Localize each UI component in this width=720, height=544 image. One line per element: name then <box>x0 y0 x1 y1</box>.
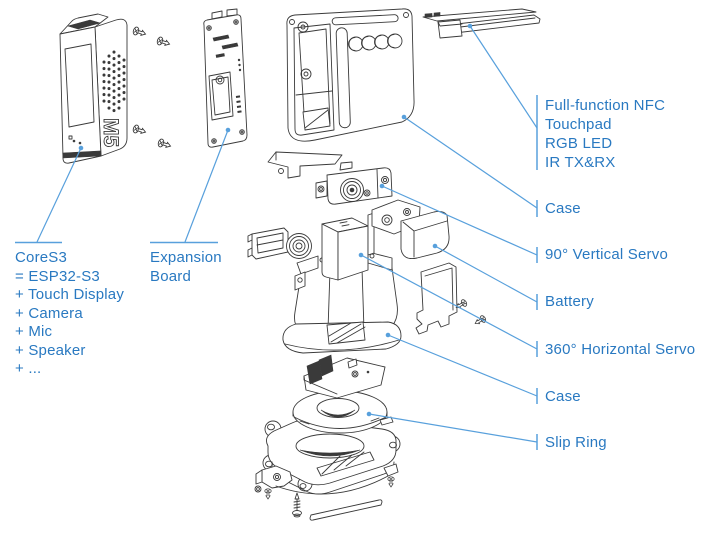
label-case-top: Case <box>545 200 581 219</box>
top-case-drawing <box>286 8 415 142</box>
label-line: = ESP32-S3 <box>15 267 100 285</box>
cores3-drawing: M5 <box>59 13 128 164</box>
label-line: CoreS3 <box>15 249 68 266</box>
label-line: + Speaker <box>15 341 86 359</box>
label-line: Slip Ring <box>545 434 607 451</box>
label-nfc-features: Full-function NFC Touchpad RGB LED IR TX… <box>545 96 665 172</box>
bearing-ring-drawing <box>286 233 312 259</box>
horizontal-servo-drawing <box>321 217 369 281</box>
label-line: Board <box>150 267 192 285</box>
label-line: 360° Horizontal Servo <box>545 341 696 358</box>
label-slip-ring: Slip Ring <box>545 434 607 453</box>
label-line: + ... <box>15 360 42 377</box>
label-line: + Touch Display <box>15 286 125 303</box>
expansion-board-drawing <box>203 8 248 148</box>
vertical-servo-drawing <box>315 161 393 205</box>
label-line: Battery <box>545 293 594 310</box>
side-panel-drawing <box>415 262 488 335</box>
label-line: Touchpad <box>545 116 612 133</box>
mounting-screws-drawing <box>131 25 173 151</box>
label-expansion-board: Expansion Board <box>150 249 222 286</box>
label-line: RGB LED <box>545 135 613 152</box>
label-line: 90° Vertical Servo <box>545 246 668 263</box>
label-line: IR TX&RX <box>545 154 616 171</box>
label-battery: Battery <box>545 293 594 312</box>
label-case-bottom: Case <box>545 388 581 407</box>
label-line: Expansion <box>150 249 222 266</box>
label-line: + Camera <box>15 304 83 322</box>
label-horizontal-servo: 360° Horizontal Servo <box>545 341 695 360</box>
label-line: Case <box>545 388 581 405</box>
circuit-board-drawing <box>303 354 386 399</box>
label-vertical-servo: 90° Vertical Servo <box>545 246 668 265</box>
m5-logo-text: M5 <box>99 118 122 147</box>
label-line: Full-function NFC <box>545 97 666 114</box>
slip-ring-drawing <box>292 390 394 434</box>
frame-clip-drawing <box>247 227 289 260</box>
label-line: Case <box>545 200 581 217</box>
label-line: + Mic <box>15 323 53 340</box>
nfc-panel-drawing <box>422 8 541 39</box>
label-cores3: CoreS3 = ESP32-S3 + Touch Display + Came… <box>15 249 124 379</box>
camera-bracket-drawing <box>267 151 343 179</box>
base-plate-drawing <box>254 419 401 521</box>
leader-lines <box>15 23 538 450</box>
main-case-body-drawing <box>282 251 402 354</box>
